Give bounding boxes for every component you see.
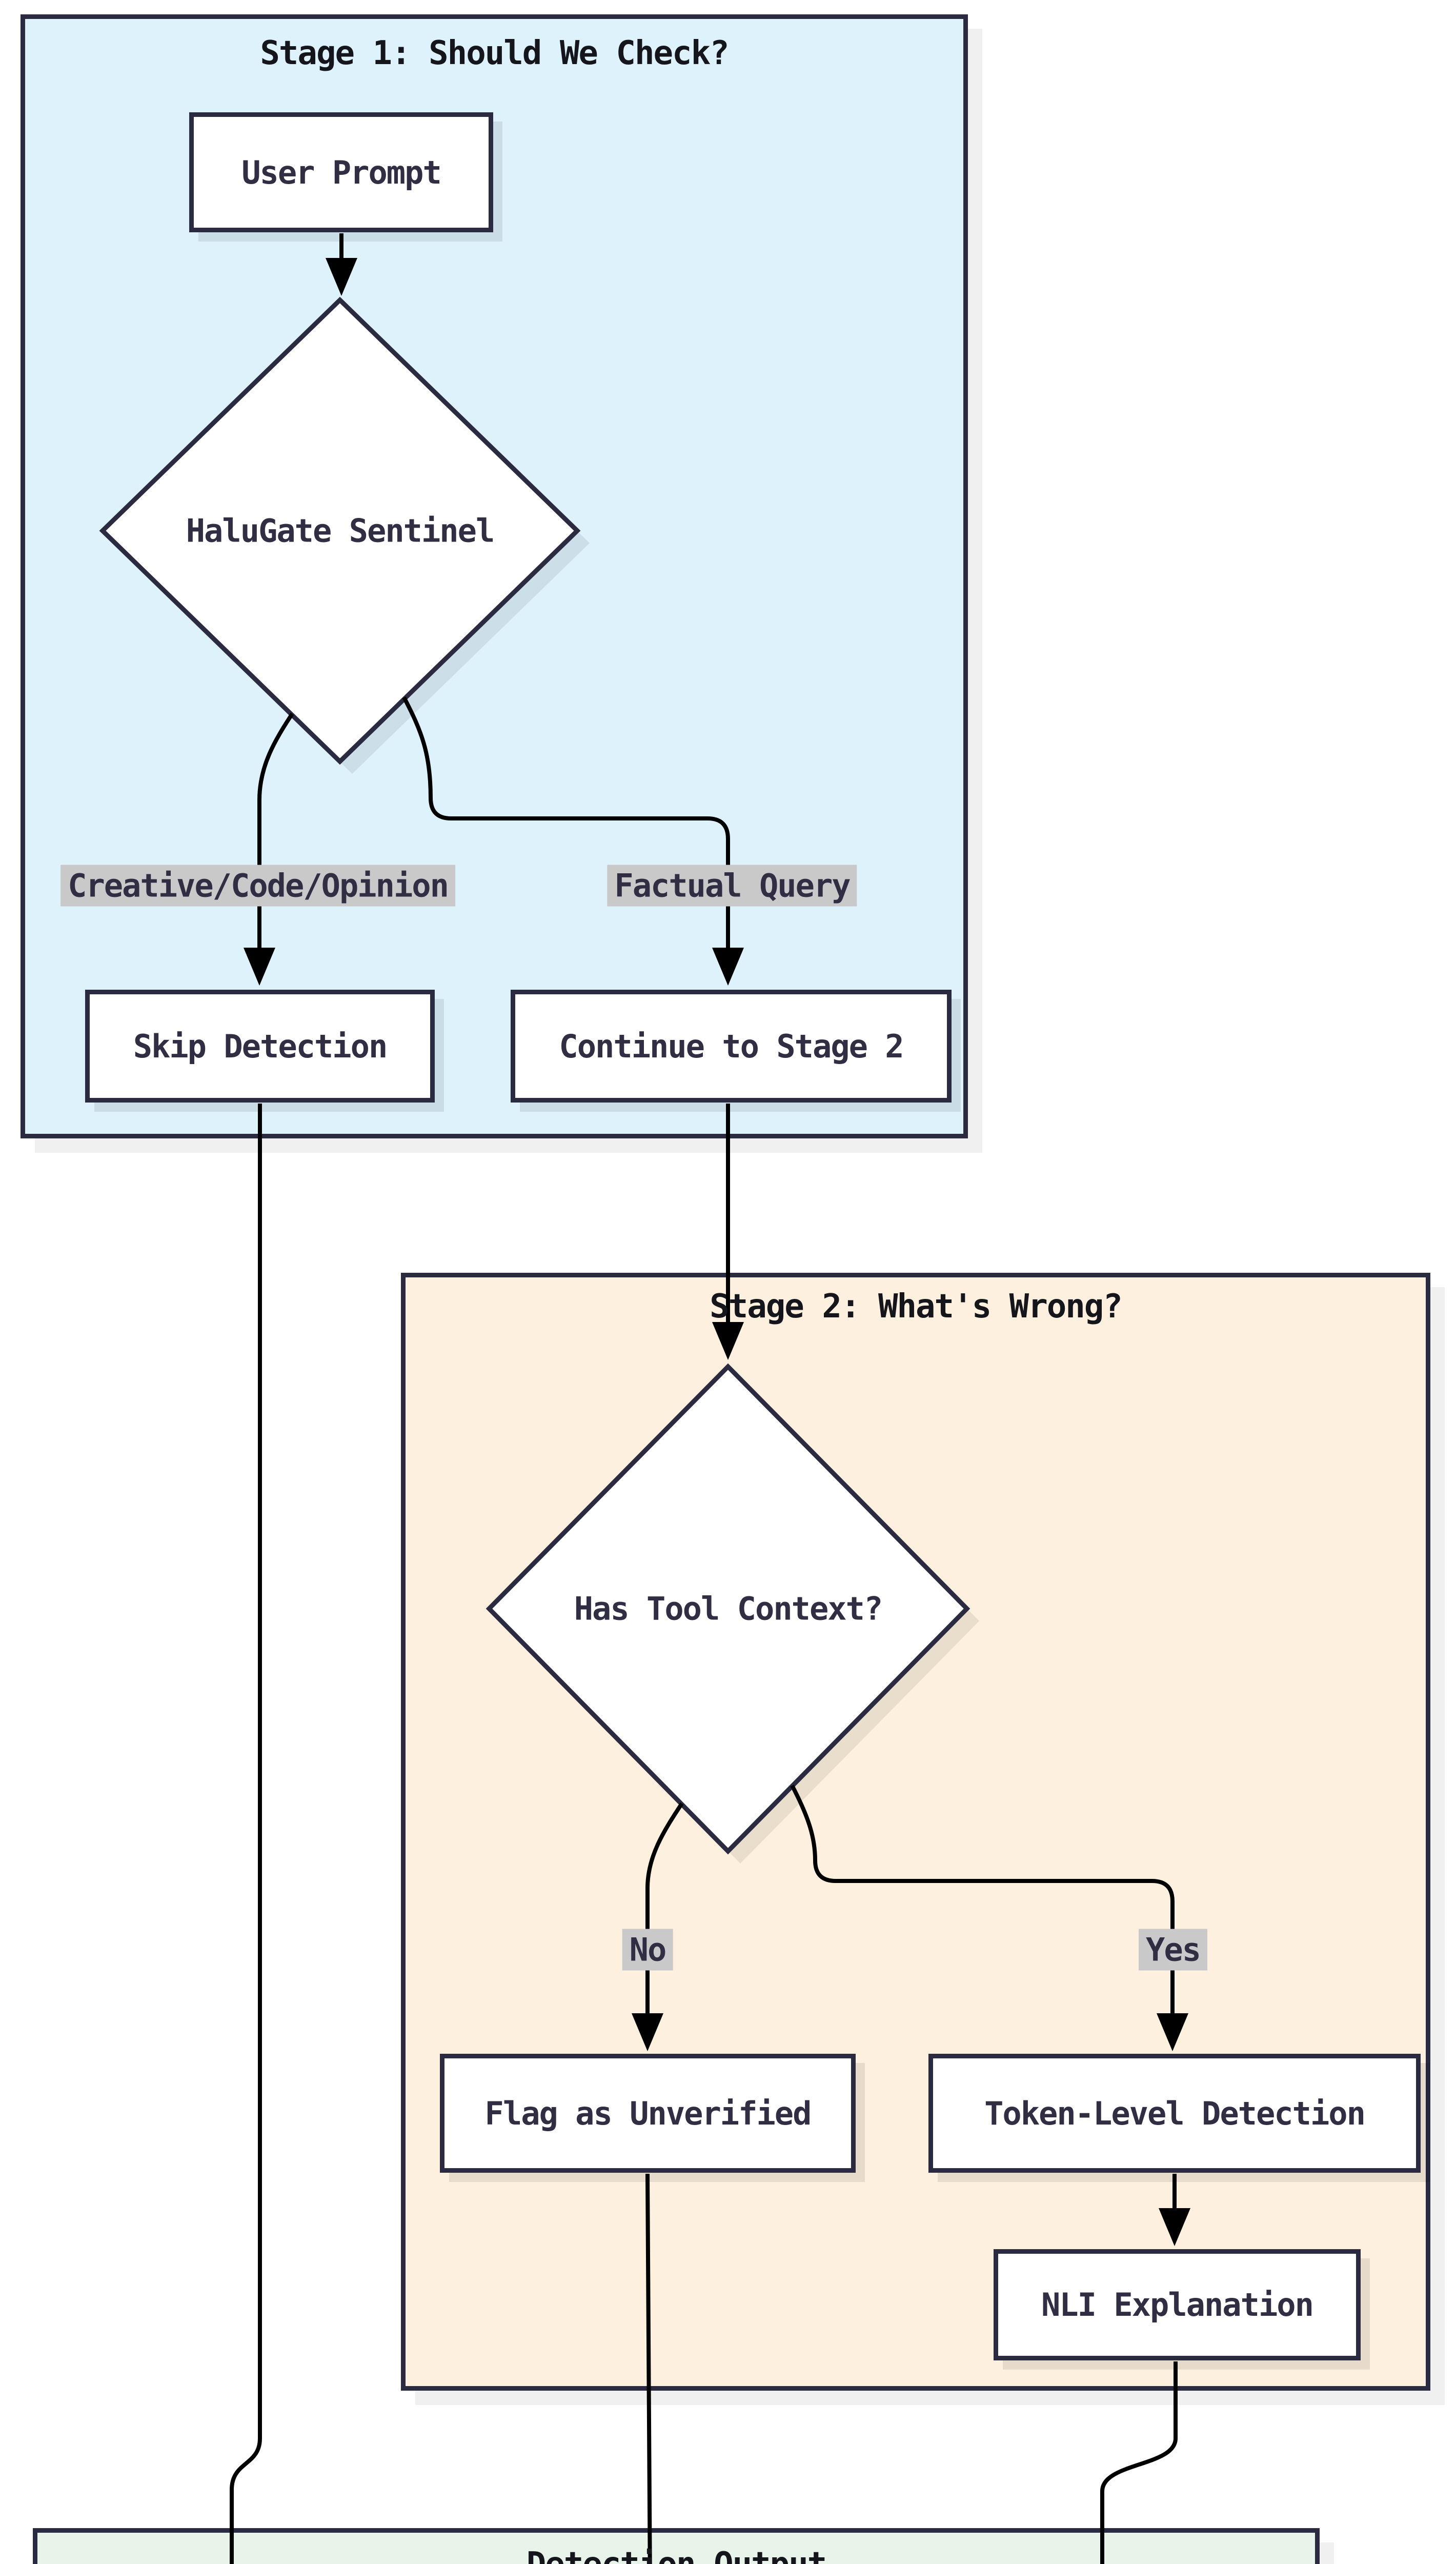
- user-prompt-node: User Prompt: [189, 112, 493, 232]
- arrowhead: [712, 948, 744, 986]
- halugate-sentinel-node-label: HaluGate Sentinel: [186, 512, 495, 550]
- skip-detection-node: Skip Detection: [85, 990, 435, 1103]
- edge-nli-to-detailed: [1100, 2361, 1178, 2564]
- edge-hastool-to-flag: [645, 1802, 684, 2015]
- arrowhead: [712, 1322, 744, 1360]
- halugate-sentinel-diamond: [99, 296, 581, 765]
- skip-detection-label: Skip Detection: [133, 1027, 388, 1065]
- edge-sentinel-to-continue: [402, 696, 730, 949]
- has-tool-context-node-label: Has Tool Context?: [574, 1590, 883, 1628]
- output-cluster: Detection Output: [33, 2528, 1320, 2564]
- edge-label-factual-query: Factual Query: [607, 865, 857, 907]
- stage2-cluster: Stage 2: What's Wrong?: [401, 1273, 1430, 2391]
- edge-label-yes: Yes: [1139, 1929, 1207, 1971]
- stage2-title: Stage 2: What's Wrong?: [710, 1288, 1123, 1326]
- continue-stage2-node: Continue to Stage 2: [511, 990, 952, 1103]
- token-level-detection-label: Token-Level Detection: [984, 2094, 1366, 2132]
- arrowhead: [244, 948, 275, 986]
- edge-sentinel-to-skip: [257, 712, 294, 949]
- arrowhead: [1157, 2013, 1188, 2051]
- edge-hastool-to-token: [790, 1785, 1175, 2015]
- edge-flag-to-warning: [645, 2173, 652, 2564]
- arrowhead: [1159, 2208, 1190, 2246]
- edge-skip-to-pass: [230, 1104, 262, 2564]
- arrowhead: [632, 2013, 663, 2051]
- nli-explanation-label: NLI Explanation: [1041, 2286, 1314, 2323]
- user-prompt-label: User Prompt: [241, 153, 442, 191]
- output-title: Detection Output: [37, 2546, 1315, 2564]
- has-tool-context-diamond: [486, 1363, 970, 1855]
- edge-label-no: No: [622, 1929, 673, 1971]
- nli-explanation-node: NLI Explanation: [994, 2249, 1361, 2360]
- flag-unverified-label: Flag as Unverified: [484, 2094, 812, 2132]
- arrowhead: [326, 258, 357, 296]
- continue-stage2-label: Continue to Stage 2: [559, 1027, 904, 1065]
- stage1-title: Stage 1: Should We Check?: [260, 34, 729, 72]
- flag-unverified-node: Flag as Unverified: [440, 2054, 856, 2173]
- token-level-detection-node: Token-Level Detection: [928, 2054, 1421, 2173]
- edge-label-creative-code-opinion: Creative/Code/Opinion: [60, 865, 455, 907]
